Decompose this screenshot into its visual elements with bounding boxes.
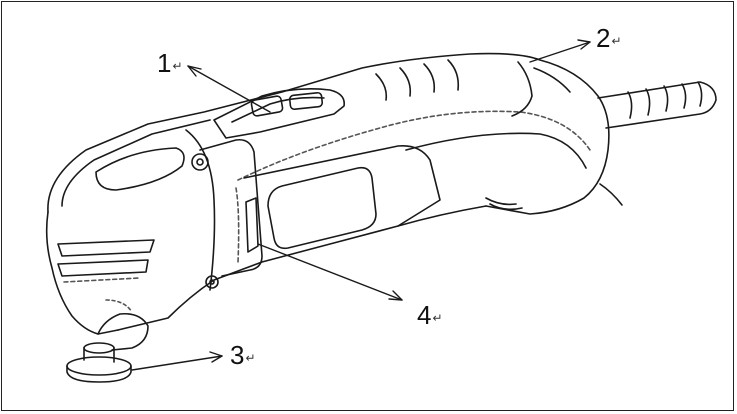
callout-3: 3↵ [230, 342, 256, 368]
callout-2-number: 2 [596, 23, 611, 53]
callout-1: 1↵ [157, 50, 183, 76]
callout-3-number: 3 [230, 340, 245, 370]
arrow-4 [257, 243, 403, 301]
callout-arrows [131, 39, 591, 371]
power-cord [597, 81, 717, 206]
arrow-1 [187, 65, 271, 113]
return-mark-icon: ↵ [432, 311, 443, 325]
callout-4-number: 4 [417, 300, 432, 330]
speed-switch [213, 88, 346, 139]
accessory-lever [245, 197, 259, 253]
callout-4: 4↵ [417, 302, 443, 328]
return-mark-icon: ↵ [172, 59, 183, 73]
return-mark-icon: ↵ [245, 351, 256, 365]
callout-2: 2↵ [596, 25, 622, 51]
callout-1-number: 1 [157, 48, 172, 78]
arrow-3 [131, 355, 223, 371]
return-mark-icon: ↵ [611, 34, 622, 48]
oscillating-pad [66, 342, 132, 383]
arrow-2 [529, 41, 591, 63]
tool-body [45, 52, 610, 351]
